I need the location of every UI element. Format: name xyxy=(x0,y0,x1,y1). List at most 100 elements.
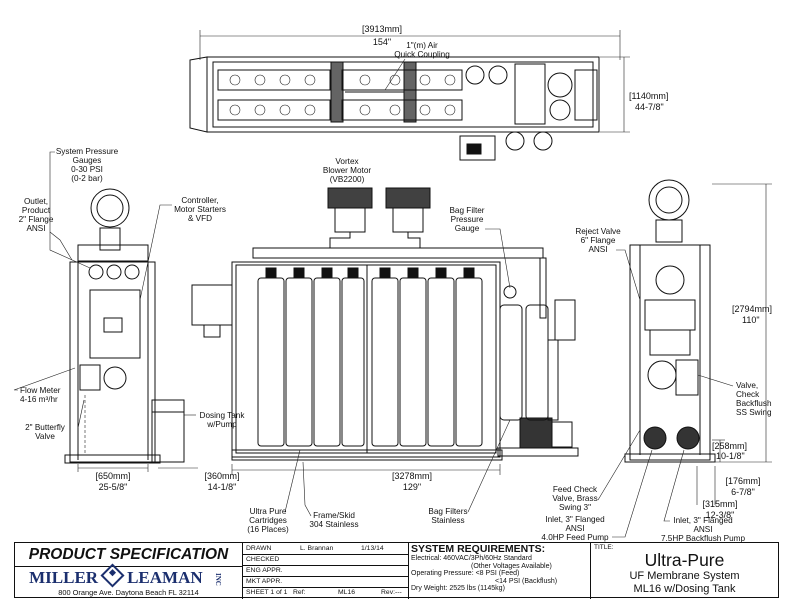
system-pressure-l1: System Pressure xyxy=(56,147,119,156)
top-view: [3913mm] 154" 1"(m) Air xyxy=(189,24,668,161)
drawing-title: TITLE: Ultra-Pure UF Membrane System ML1… xyxy=(591,543,778,599)
feed-check-l1: Feed Check xyxy=(553,485,598,494)
requirements-heading: SYSTEM REQUIREMENTS: xyxy=(411,543,546,555)
left-width-in: 25-5/8" xyxy=(99,482,128,492)
width-dim-in: 154" xyxy=(373,37,391,47)
company-name-left: MILLER xyxy=(29,568,99,587)
right-frame xyxy=(629,244,711,461)
ultra-pure-l3: (16 Places) xyxy=(247,525,289,534)
company-inc: INC xyxy=(213,572,222,586)
ref-label: Ref: xyxy=(293,589,306,596)
reject-valve-l3: ANSI xyxy=(588,245,607,254)
title-sub2: ML16 w/Dosing Tank xyxy=(633,583,736,595)
drawn-label: DRAWN xyxy=(246,545,272,552)
base-a-mm: [176mm] xyxy=(725,476,760,486)
spec-title: PRODUCT SPECIFICATION xyxy=(15,543,243,567)
inlet-bf-l3: 7.5HP Backflush Pump xyxy=(661,534,745,543)
signoff-row-drawn: DRAWN L. Brannan 1/13/14 xyxy=(243,543,409,555)
front-view: Vortex Blower Motor (VB2200) Bag Filter … xyxy=(191,157,579,534)
butterfly-l2: Valve xyxy=(35,432,55,441)
check-valve-l2: Check xyxy=(736,390,760,399)
left-cabinet-frame xyxy=(69,261,156,463)
req-weight: Dry Weight: 2525 lbs (1145kg) xyxy=(411,585,505,593)
feed-check-l3: Swing 3" xyxy=(559,503,591,512)
req-pressure-backflush: <14 PSI (Backflush) xyxy=(495,577,558,585)
drawn-date: 1/13/14 xyxy=(361,545,384,552)
bag-filter-1 xyxy=(499,304,523,421)
width-dim-mm: [3913mm] xyxy=(362,24,402,34)
company-logo: MILLER LEAMAN INC xyxy=(15,563,243,588)
system-requirements: SYSTEM REQUIREMENTS: Electrical: 460VAC/… xyxy=(409,543,591,599)
controller-l3: & VFD xyxy=(188,214,212,223)
inlet-feed-l1: Inlet, 3" Flanged xyxy=(545,515,605,524)
signoff-table: DRAWN L. Brannan 1/13/14 CHECKED ENG APP… xyxy=(243,543,409,599)
inlet-feed-l3: 4.0HP Feed Pump xyxy=(541,533,609,542)
front-frame xyxy=(231,261,501,458)
base-a-in: 6-7/8" xyxy=(731,487,755,497)
signoff-row-sheet: SHEET 1 of 1 Ref: ML16 Rev:--- xyxy=(243,587,409,598)
height-in: 110" xyxy=(742,315,760,325)
system-pressure-l3: 0-30 PSI xyxy=(71,165,103,174)
eng-label: ENG APPR. xyxy=(246,567,283,574)
reject-valve-l1: Reject Valve xyxy=(575,227,621,236)
cartridges xyxy=(257,277,483,447)
top-skid-frame xyxy=(206,56,600,133)
check-valve-l1: Valve, xyxy=(736,381,758,390)
inlet-bf-l1: Inlet, 3" Flanged xyxy=(673,516,733,525)
signoff-row-eng: ENG APPR. xyxy=(243,565,409,577)
rev-label: Rev:--- xyxy=(381,589,402,596)
controller-l1: Controller, xyxy=(181,196,218,205)
outlet-l2: Product xyxy=(22,206,51,215)
depth-dim-mm: [1140mm] xyxy=(629,91,668,101)
mkt-label: MKT APPR. xyxy=(246,578,283,585)
ultra-pure-l1: Ultra Pure xyxy=(250,507,287,516)
bag-gauge-l2: Pressure xyxy=(451,215,484,224)
pump-h-mm: [258mm] xyxy=(712,441,747,451)
title-sub1: UF Membrane System xyxy=(629,570,740,582)
butterfly-l1: 2" Butterfly xyxy=(25,423,66,432)
bag-filters-l2: Stainless xyxy=(431,516,464,525)
system-pressure-l2: Gauges xyxy=(73,156,102,165)
req-electrical: Electrical: 460VAC/3Ph/60Hz Standard xyxy=(411,555,532,562)
bag-gauge-l1: Bag Filter xyxy=(449,206,484,215)
air-coupling-line2: Quick Coupling xyxy=(394,50,450,59)
flow-meter-l1: Flow Meter xyxy=(20,386,61,395)
inlet-bf-l2: ANSI xyxy=(693,525,712,534)
title-label: TITLE: xyxy=(594,544,614,551)
right-side-view: Reject Valve 6" Flange ANSI Valve, Check… xyxy=(541,179,772,543)
flow-meter-l2: 4-16 m³/hr xyxy=(20,395,58,404)
vortex-l3: (VB2200) xyxy=(330,175,365,184)
left-width-mm: [650mm] xyxy=(95,471,130,481)
outlet-l4: ANSI xyxy=(26,224,45,233)
outlet-l1: Outlet, xyxy=(24,197,48,206)
inlet-feed-l2: ANSI xyxy=(565,524,584,533)
ref-value: ML16 xyxy=(338,589,356,596)
system-pressure-l4: (0-2 bar) xyxy=(71,174,103,183)
signoff-row-mkt: MKT APPR. xyxy=(243,576,409,588)
controller-l2: Motor Starters xyxy=(174,205,226,214)
frame-skid-l1: Frame/Skid xyxy=(313,511,355,520)
company-name-right: LEAMAN xyxy=(127,568,203,587)
title-main: Ultra-Pure xyxy=(644,550,725,570)
vortex-l1: Vortex xyxy=(335,157,358,166)
left-ext-in: 14-1/8" xyxy=(208,482,237,492)
feed-check-l2: Valve, Brass xyxy=(552,494,597,503)
req-voltages: (Other Voltages Available) xyxy=(471,562,552,570)
signoff-row-checked: CHECKED xyxy=(243,554,409,566)
front-len-in: 129" xyxy=(403,482,421,492)
check-valve-l3: Backflush xyxy=(736,399,772,408)
base-b-in: 12-3/8" xyxy=(706,510,735,520)
control-panel xyxy=(89,289,141,359)
height-mm: [2794mm] xyxy=(732,304,772,314)
vortex-l2: Blower Motor xyxy=(323,166,372,175)
drawn-by: L. Brannan xyxy=(300,545,334,552)
reject-valve-l2: 6" Flange xyxy=(581,236,616,245)
air-coupling-line1: 1"(m) Air xyxy=(406,41,438,50)
bag-gauge-l3: Gauge xyxy=(455,224,480,233)
checked-label: CHECKED xyxy=(246,556,280,563)
dosing-tank-l2: w/Pump xyxy=(206,420,237,429)
depth-dim-in: 44-7/8" xyxy=(635,102,664,112)
sheet-label: SHEET 1 of 1 xyxy=(246,589,288,596)
